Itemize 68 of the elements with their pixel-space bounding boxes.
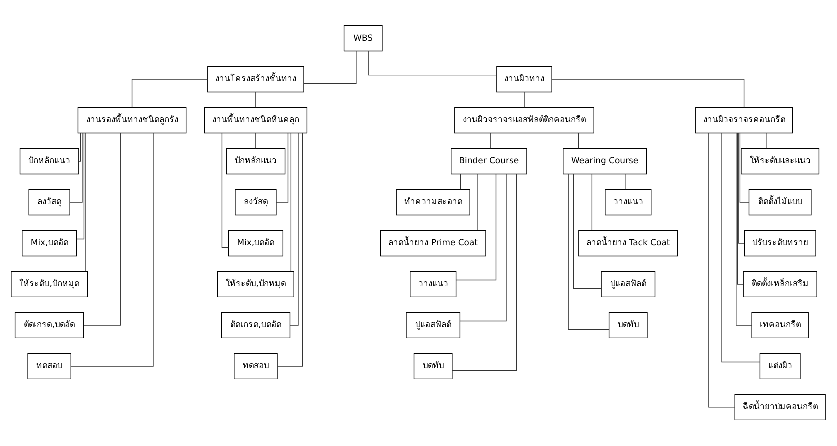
node-box: ติดตั้งไม้แบบ	[748, 189, 812, 216]
node-box: บดทับ	[608, 312, 648, 339]
node-box: ลงวัสดุ	[28, 189, 70, 216]
connector	[76, 133, 85, 240]
connector	[222, 133, 230, 248]
node-box: วางแนว	[410, 271, 457, 298]
connector	[738, 133, 745, 244]
connector	[524, 92, 525, 108]
connector	[452, 174, 518, 372]
connector	[290, 133, 299, 326]
node-box: ฉีดน้ำยาบ่มคอนกรีต	[734, 394, 826, 421]
connector	[460, 174, 507, 322]
connector	[592, 174, 593, 231]
connector	[578, 132, 580, 149]
node-box: ปักหลักแนว	[226, 148, 286, 175]
node-box: ให้ระดับและแนว	[741, 148, 820, 175]
connector	[304, 51, 357, 84]
connector	[568, 174, 610, 330]
node-box: งานโครงสร้างชั้นทาง	[208, 66, 304, 93]
node-box: งานพื้นทางชนิดหินคลุก	[204, 107, 308, 134]
connector	[766, 132, 768, 149]
node-box: ติดตั้งเหล็กเสริม	[743, 271, 818, 298]
connector	[84, 133, 121, 326]
node-box: Wearing Course	[563, 148, 648, 175]
connector	[71, 133, 154, 367]
node-box: ทดสอบ	[28, 353, 72, 380]
node-box: ทดสอบ	[234, 353, 278, 380]
connector	[290, 133, 292, 272]
node-box: บดทับ	[414, 353, 453, 380]
connector	[736, 133, 752, 326]
node-box: งานผิวจราจรแอสฟัลต์ติกคอนกรีต	[454, 107, 594, 134]
connector	[276, 132, 289, 203]
connector	[277, 133, 304, 367]
node-box: ลาดน้ำยาง Tack Coat	[578, 230, 678, 257]
node-box: Mix,บดอัด	[22, 230, 78, 257]
node-box: เทคอนกรีต	[752, 312, 809, 339]
node-box: ปักหลักแนว	[20, 148, 80, 175]
connector	[573, 174, 602, 290]
node-box: ตัดเกรด,บดอัด	[221, 312, 291, 339]
connector	[722, 133, 760, 363]
node-box: วางแนว	[605, 189, 652, 216]
node-box: Mix,บดอัด	[228, 230, 284, 257]
node-box: งานรองพื้นทางชนิดลูกรัง	[78, 107, 187, 134]
connector	[740, 132, 750, 203]
connector	[70, 132, 83, 203]
connector	[737, 133, 744, 285]
node-box: งานผิวจราจรคอนกรีต	[696, 107, 794, 134]
node-box: ให้ระดับ,ปักหมุด	[11, 271, 88, 298]
node-box: ลาดน้ำยาง Prime Coat	[380, 230, 486, 257]
node-box: WBS	[344, 25, 383, 52]
node-box: ลงวัสดุ	[235, 189, 277, 216]
node-box: ปูแอสฟัลต์	[601, 271, 656, 298]
connector	[132, 79, 208, 108]
connector	[708, 133, 736, 408]
node-box: ปูแอสฟัลต์	[406, 312, 461, 339]
node-box: ทำความสะอาด	[396, 189, 470, 216]
node-box: ให้ระดับ,ปักหมุด	[217, 271, 294, 298]
connector	[456, 174, 497, 281]
connector	[552, 79, 745, 108]
connector	[368, 51, 498, 76]
node-box: ตัดเกรด,บดอัด	[14, 312, 84, 339]
node-box: งานผิวทาง	[496, 66, 552, 93]
connector	[460, 174, 462, 190]
node-box: Binder Course	[451, 148, 528, 175]
connector	[78, 132, 82, 162]
connector	[490, 132, 492, 149]
node-box: แต่งผิว	[760, 353, 801, 380]
node-box: ปรับระดับทราย	[744, 230, 816, 257]
